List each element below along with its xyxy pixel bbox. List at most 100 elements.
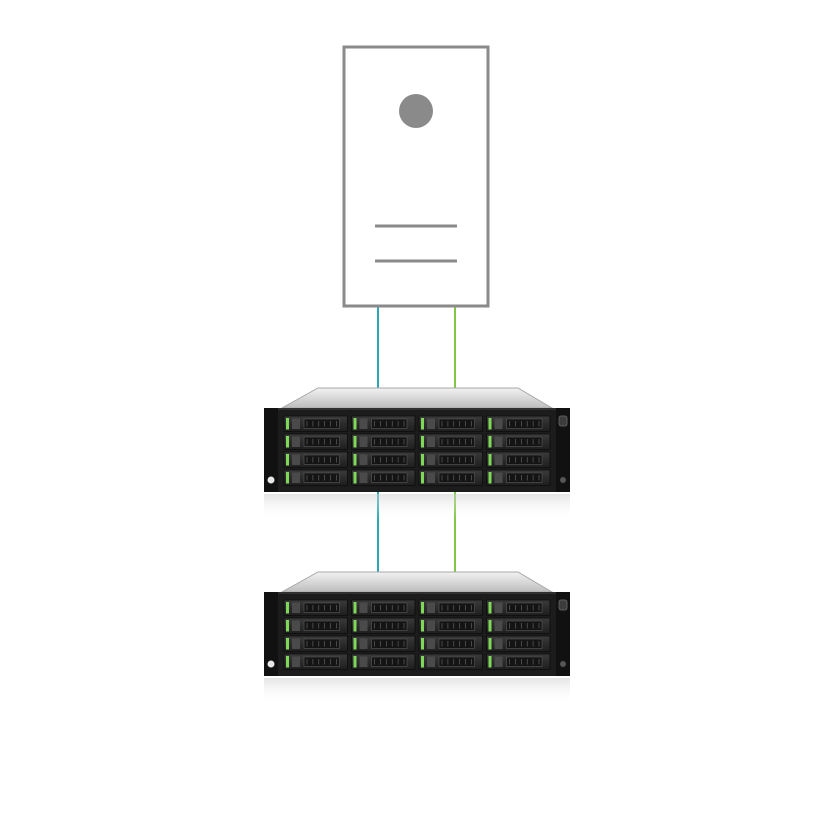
drive-led-icon [421,620,424,632]
drive-led-icon [286,620,289,632]
drive-vent [506,436,543,447]
rack-ear-right [556,592,570,676]
rack-screw-icon [267,660,275,668]
drive-bay [351,451,416,468]
drive-bay [283,617,348,634]
drive-vent [371,620,408,631]
drive-bay [283,469,348,486]
drive-led-icon [488,656,492,668]
drive-vent [371,656,408,667]
drive-bay [418,653,483,670]
drive-led-icon [286,454,289,466]
drive-vent [438,638,475,649]
drive-vent [506,638,543,649]
drive-handle [292,620,300,631]
rack-ear-left [264,592,278,676]
drive-bay [351,415,416,432]
drive-bay [351,635,416,652]
drive-led-icon [421,472,424,484]
drive-bay [486,433,551,450]
drive-vent [506,620,543,631]
drive-led-icon [353,602,357,614]
drive-handle [292,638,300,649]
drive-handle [494,620,503,631]
drive-handle [494,656,503,667]
drive-vent [371,436,408,447]
drive-led-icon [488,436,492,448]
drive-vent [303,638,340,649]
rack-ear-right [556,408,570,492]
drive-handle [427,472,435,483]
drive-bay [283,653,348,670]
drive-handle [292,418,300,429]
drive-bay [283,415,348,432]
drive-vent [438,454,475,465]
drive-handle [292,602,300,613]
drive-vent [506,656,543,667]
drive-vent [506,418,543,429]
drive-led-icon [286,436,289,448]
enclosure-reflection [264,678,570,704]
drive-bay [283,451,348,468]
drive-led-icon [286,602,289,614]
drive-led-icon [421,454,424,466]
drive-led-icon [353,656,357,668]
drive-bay [418,599,483,616]
drive-bay [486,653,551,670]
drive-handle [494,454,503,465]
drive-led-icon [286,656,289,668]
drive-led-icon [421,436,424,448]
rack-screw-icon [267,476,275,484]
drive-vent [303,472,340,483]
drive-bay [351,469,416,486]
drive-vent [303,620,340,631]
drive-vent [303,418,340,429]
drive-led-icon [286,472,289,484]
drive-handle [359,472,368,483]
drive-handle [427,436,435,447]
drive-led-icon [353,454,357,466]
drive-vent [371,454,408,465]
drive-bay [283,433,348,450]
drive-handle [359,418,368,429]
drive-vent [438,472,475,483]
rack-screw-icon [560,477,566,483]
rack-ear-left [264,408,278,492]
drive-bay [351,433,416,450]
drive-handle [292,454,300,465]
drive-bay [486,469,551,486]
enclosure-top-lid [280,571,554,593]
drive-bay [418,469,483,486]
drive-vent [506,454,543,465]
drive-vent [438,656,475,667]
drive-vent [438,602,475,613]
drive-vent [371,638,408,649]
drive-bay [486,617,551,634]
status-indicator-icon [558,415,568,427]
drive-handle [494,436,503,447]
power-button-icon [399,94,433,128]
enclosure-top-lid [280,387,554,409]
drive-led-icon [488,620,492,632]
rack-storage-enclosure-2 [264,571,570,704]
drive-led-icon [353,620,357,632]
drive-bay [486,635,551,652]
drive-led-icon [488,472,492,484]
drive-led-icon [488,638,492,650]
drive-led-icon [421,418,424,430]
drive-led-icon [353,472,357,484]
drive-led-icon [488,602,492,614]
drive-bay [418,635,483,652]
drive-bay [351,653,416,670]
drive-bay [418,415,483,432]
tower-server [342,45,490,308]
drive-led-icon [421,656,424,668]
drive-vent [371,418,408,429]
drive-handle [427,454,435,465]
drive-handle [359,454,368,465]
drive-handle [427,656,435,667]
rack-screw-icon [560,661,566,667]
drive-vent [303,454,340,465]
status-indicator-icon [558,599,568,611]
